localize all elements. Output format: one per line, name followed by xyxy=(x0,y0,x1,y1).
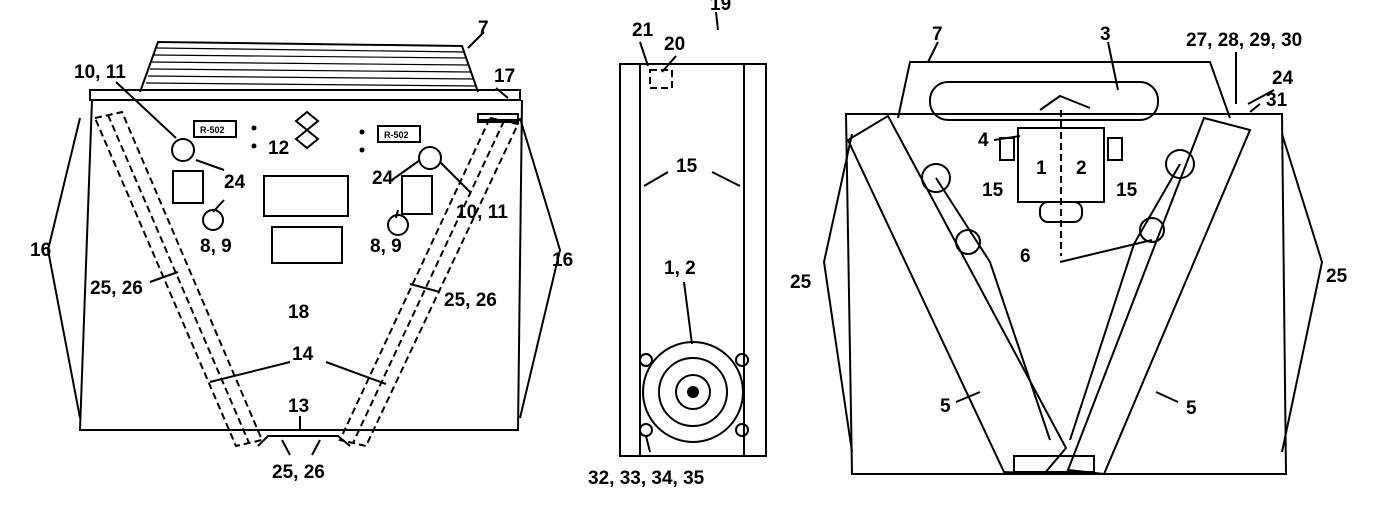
label-rear-31: 31 xyxy=(1266,90,1288,111)
rear-valve-left xyxy=(955,229,981,255)
label-rear-6: 6 xyxy=(1020,246,1031,267)
rear-valve-right xyxy=(1139,217,1165,243)
sight-glass xyxy=(294,110,320,150)
front-plate-right xyxy=(377,125,421,143)
valve-left-upper xyxy=(171,138,195,162)
label-front-10-11-left: 10, 11 xyxy=(74,62,126,83)
plate-right-text: R-502 xyxy=(384,130,409,140)
label-rear-7: 7 xyxy=(932,24,943,45)
front-nameplate-upper xyxy=(263,175,349,217)
front-top-coil xyxy=(139,40,479,93)
label-front-16-right: 16 xyxy=(552,250,573,271)
front-top-rail xyxy=(89,89,521,101)
side-cabinet-outline xyxy=(619,63,767,457)
valve-right-upper xyxy=(418,146,442,170)
leader-25-left xyxy=(822,133,853,453)
label-rear-3: 3 xyxy=(1100,24,1111,45)
side-fan-motor-outer xyxy=(642,341,744,443)
label-rear-4: 4 xyxy=(978,130,989,151)
label-front-13: 13 xyxy=(288,396,309,417)
label-front-25-26-right: 25, 26 xyxy=(444,290,497,311)
label-side-32-35: 32, 33, 34, 35 xyxy=(588,468,705,489)
rear-coil-left xyxy=(846,114,1068,476)
leader-25-right xyxy=(1281,133,1324,453)
front-right-coil xyxy=(338,116,520,448)
rear-bottom-bracket xyxy=(1013,455,1095,473)
label-side-20: 20 xyxy=(664,34,685,55)
label-front-7: 7 xyxy=(478,18,489,39)
label-rear-5-left: 5 xyxy=(940,396,951,417)
label-rear-15-left: 15 xyxy=(982,180,1004,201)
label-front-16-left: 16 xyxy=(30,240,51,261)
label-side-15: 15 xyxy=(676,156,698,177)
front-small-plate-left xyxy=(172,170,204,204)
label-rear-27-30: 27, 28, 29, 30 xyxy=(1186,30,1302,51)
label-front-12: 12 xyxy=(268,138,289,159)
side-view xyxy=(619,11,767,457)
side-fan-motor-ring xyxy=(658,357,728,427)
plate-left-text: R-502 xyxy=(200,125,225,135)
label-front-8-9-right: 8, 9 xyxy=(370,236,402,257)
valve-left-lower xyxy=(202,209,224,231)
rear-cabinet-outline xyxy=(844,113,1288,475)
label-front-18: 18 xyxy=(288,302,309,323)
label-rear-25-left: 25 xyxy=(790,272,812,293)
label-rear-2: 2 xyxy=(1076,158,1087,179)
label-side-19: 19 xyxy=(710,0,731,15)
label-rear-1: 1 xyxy=(1036,158,1047,179)
label-side-1-2: 1, 2 xyxy=(664,258,696,279)
front-cabinet-outline xyxy=(78,99,523,431)
leader-16-right xyxy=(519,117,562,419)
leader-16-left xyxy=(46,117,81,419)
rear-coil-right xyxy=(1066,116,1252,476)
label-front-10-11-right: 10, 11 xyxy=(456,202,508,223)
receiver-tank xyxy=(929,81,1159,121)
label-rear-5-right: 5 xyxy=(1186,398,1197,419)
rear-view xyxy=(822,41,1324,476)
front-plate-left xyxy=(193,120,237,138)
label-front-25-26-left: 25, 26 xyxy=(90,278,143,299)
label-rear-24: 24 xyxy=(1272,68,1294,89)
valve-right-lower xyxy=(387,214,409,236)
rear-top-coil xyxy=(897,61,1231,119)
label-rear-25-right: 25 xyxy=(1326,266,1348,287)
label-side-21: 21 xyxy=(632,20,654,41)
front-small-plate-right xyxy=(401,175,433,215)
label-rear-15-right: 15 xyxy=(1116,180,1138,201)
front-view: R-502 R-502 xyxy=(46,31,562,456)
label-front-24-right: 24 xyxy=(372,168,394,189)
side-fitting-20 xyxy=(649,69,673,89)
label-front-24-left: 24 xyxy=(224,172,246,193)
front-nameplate-lower xyxy=(271,226,343,264)
front-label-strip xyxy=(477,113,519,123)
front-left-coil xyxy=(93,110,264,448)
label-front-17: 17 xyxy=(494,66,515,87)
label-front-8-9-left: 8, 9 xyxy=(200,236,232,257)
front-bottom-channel xyxy=(257,435,351,447)
label-front-25-26-bottom: 25, 26 xyxy=(272,462,325,483)
label-front-14: 14 xyxy=(292,344,314,365)
